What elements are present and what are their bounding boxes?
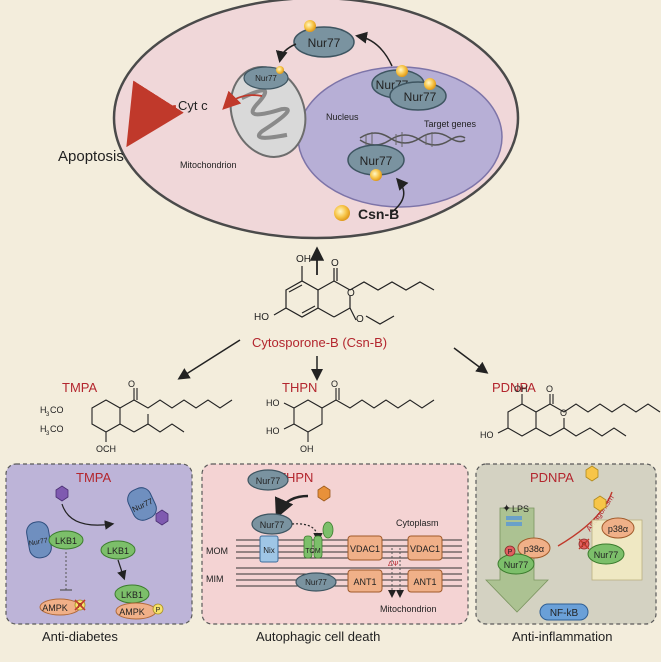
svg-text:CO: CO (50, 405, 64, 415)
svg-text:AMPK: AMPK (119, 607, 145, 617)
svg-text:O: O (331, 258, 339, 269)
arrow-apoptosis (126, 80, 184, 148)
svg-text:p38α: p38α (608, 524, 628, 534)
svg-text:Mitochondrion: Mitochondrion (380, 604, 437, 614)
tmpa-structure (91, 388, 233, 442)
thpn-label: THPN (282, 380, 317, 395)
svg-text:MOM: MOM (206, 546, 228, 556)
svg-text:LPS: LPS (512, 504, 529, 514)
svg-text:LKB1: LKB1 (121, 590, 143, 600)
svg-text:ANT1: ANT1 (353, 577, 376, 587)
svg-text:LKB1: LKB1 (107, 546, 129, 556)
svg-text:3: 3 (46, 412, 50, 418)
cyt-c-label: Cyt c (178, 98, 208, 113)
svg-text:TOM: TOM (305, 548, 321, 555)
svg-text:OH: OH (300, 444, 314, 454)
svg-text:O: O (356, 314, 364, 325)
svg-text:Nur77: Nur77 (255, 74, 277, 83)
svg-text:p38α: p38α (524, 544, 544, 554)
panel-anti-diabetes: TMPA Nur77 Nur77 LKB1 LKB1 LKB1 AMPK P A (5, 463, 193, 625)
svg-text:✦: ✦ (502, 503, 511, 515)
nur77-nucleus-pair: Nur77 Nur77 (371, 65, 447, 111)
svg-text:Cytoplasm: Cytoplasm (396, 518, 439, 528)
arrow-to-tmpa (177, 339, 241, 380)
nur77-nucleus-dna: Nur77 (347, 144, 405, 181)
svg-text:O: O (128, 379, 135, 389)
mitochondrion-shape (229, 66, 307, 158)
arrow-nucleus-to-cytoplasm (355, 31, 393, 67)
csn-b-name: Cytosporone-B (Csn-B) (252, 335, 387, 350)
svg-text:Nix: Nix (263, 546, 275, 555)
svg-text:MIM: MIM (206, 574, 224, 584)
svg-text:ANT1: ANT1 (413, 577, 436, 587)
arrow-cytoplasm-to-mito (275, 43, 297, 63)
svg-text:VDAC1: VDAC1 (350, 544, 380, 554)
csn-b-structure (273, 266, 435, 325)
tmpa-label: TMPA (62, 380, 97, 395)
svg-text:CO: CO (50, 424, 64, 434)
svg-text:AMPK: AMPK (42, 603, 68, 613)
mitochondrion-label: Mitochondrion (180, 160, 237, 170)
svg-text:P: P (78, 603, 83, 610)
svg-text:Nur77: Nur77 (504, 560, 529, 570)
svg-text:O: O (546, 384, 553, 394)
nucleus-label: Nucleus (326, 112, 359, 122)
svg-text:PDNPA: PDNPA (530, 470, 574, 485)
svg-text:Nur77: Nur77 (308, 36, 341, 50)
svg-text:OCH: OCH (96, 444, 116, 454)
svg-text:Nur77: Nur77 (28, 537, 48, 547)
svg-text:VDAC1: VDAC1 (410, 544, 440, 554)
arrow-csnb-to-nucleus (391, 177, 409, 213)
panel-anti-inflammation: PDNPA ✦ LPS p38α Nur77 P Antagonism p38α… (475, 463, 657, 625)
svg-text:HO: HO (266, 426, 280, 436)
svg-text:Nur77: Nur77 (360, 154, 393, 168)
svg-text:HO: HO (254, 312, 269, 323)
svg-text:O: O (560, 408, 567, 418)
csn-b-ball (334, 205, 350, 221)
svg-text:P: P (156, 607, 161, 614)
svg-text:TMPA: TMPA (76, 470, 111, 485)
cell-diagram: Nur77 Nur77 Nur77 Nur77 Nur77 Csn-B (58, 0, 520, 240)
caption-anti-diabetes: Anti-diabetes (42, 629, 118, 644)
arrow-cytc-out (222, 90, 263, 110)
svg-text:Nur77: Nur77 (260, 520, 285, 530)
svg-text:Nur77: Nur77 (305, 578, 327, 587)
pdnpa-structure (497, 394, 661, 437)
svg-text:OH: OH (514, 384, 528, 394)
svg-text:H: H (40, 405, 47, 415)
arrow-to-pdnpa (453, 347, 489, 374)
svg-text:P: P (582, 542, 587, 549)
svg-text:HO: HO (266, 398, 280, 408)
svg-text:HO: HO (480, 430, 494, 440)
svg-text:OH: OH (296, 254, 311, 265)
apoptosis-label: Apoptosis (58, 148, 124, 165)
target-genes-label: Target genes (424, 119, 477, 129)
caption-anti-inflammation: Anti-inflammation (512, 629, 612, 644)
nur77-mitochondrion: Nur77 (243, 66, 289, 90)
svg-text:NF-kB: NF-kB (550, 608, 579, 619)
svg-text:ΔΨ: ΔΨ (388, 561, 399, 568)
svg-text:O: O (331, 379, 338, 389)
csn-b-atom-labels: OH O O O HO (254, 254, 364, 325)
svg-text:3: 3 (46, 431, 50, 437)
pdnpa-label: PDNPA (492, 380, 536, 395)
thpn-structure (283, 388, 435, 442)
csn-b-label: Csn-B (358, 206, 399, 222)
svg-text:H: H (40, 424, 47, 434)
thpn-atom-labels: O HO HO OH (266, 379, 338, 454)
tmpa-atom-labels: O H 3 CO H 3 CO OCH (40, 379, 135, 454)
svg-text:Nur77: Nur77 (256, 476, 281, 486)
svg-text:O: O (347, 288, 355, 299)
svg-text:LKB1: LKB1 (55, 536, 77, 546)
panel-autophagic-cell-death: THPN Nur77 Nur77 MOM MIM Nix TOM Nur77 V… (201, 463, 469, 625)
svg-text:Nur77: Nur77 (404, 90, 437, 104)
nur77-cytoplasm: Nur77 (293, 20, 355, 58)
svg-text:P: P (508, 549, 513, 556)
pdnpa-atom-labels: OH O O HO (480, 384, 567, 440)
svg-text:Nur77: Nur77 (594, 550, 619, 560)
caption-autophagic-cell-death: Autophagic cell death (256, 629, 380, 644)
